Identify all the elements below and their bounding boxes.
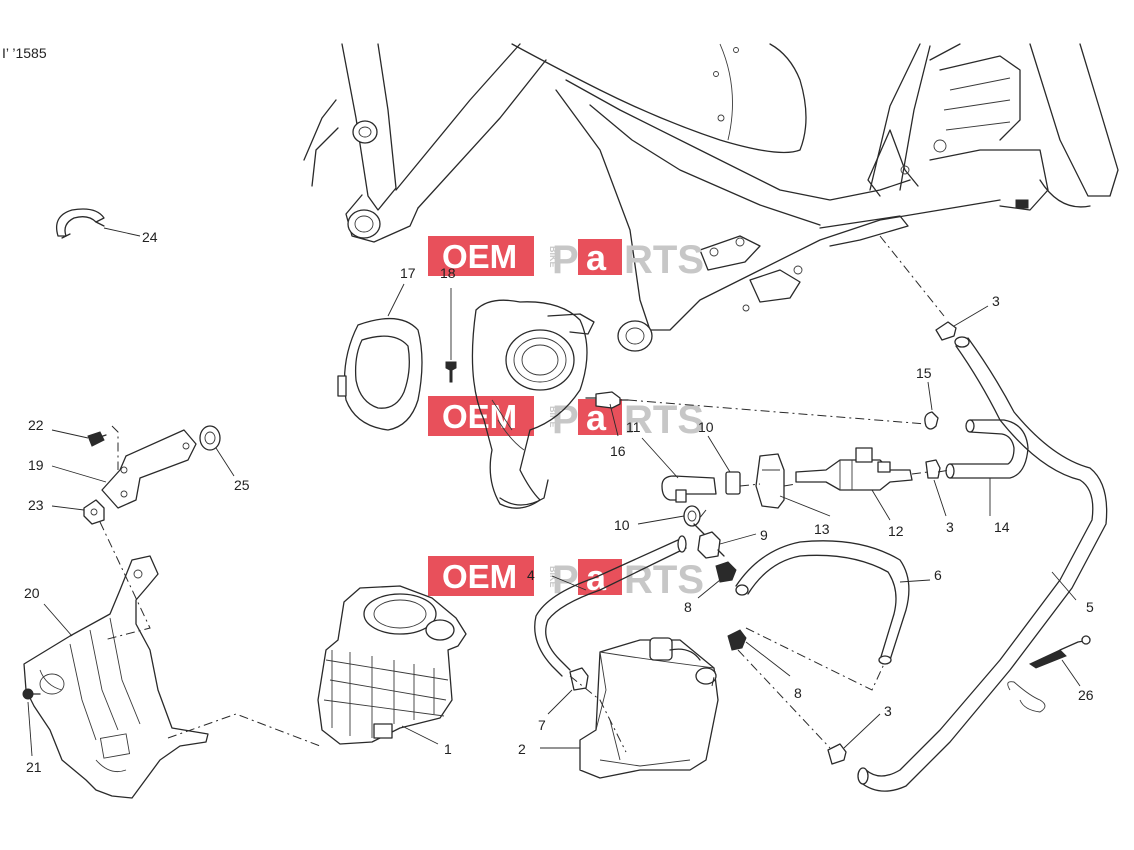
part-10-seal-lower	[683, 505, 701, 527]
part-16-connector	[585, 391, 629, 409]
part-9-connector	[693, 523, 725, 559]
callout-label-3a: 3	[992, 293, 1000, 309]
callout-label-3b: 3	[946, 519, 954, 535]
assembly-lines	[99, 235, 951, 753]
part-24-hose-clamp	[55, 208, 105, 239]
part-26-sensor	[1007, 635, 1091, 713]
callout-label-1: 1	[444, 741, 452, 757]
watermark-2: OEM BIKE P a RTS	[428, 396, 704, 442]
callout-label-11: 11	[626, 419, 641, 435]
callout-label-6: 6	[934, 567, 942, 583]
part-8-connector-upper	[715, 561, 737, 583]
watermark-oem-box	[428, 236, 534, 276]
callout-label-19: 19	[28, 457, 44, 473]
part-22-bolt	[87, 431, 107, 447]
callout-label-5: 5	[1086, 599, 1094, 615]
watermark-bike-text: BIKE	[548, 246, 558, 268]
callout-label-22: 22	[28, 417, 44, 433]
callout-label-17: 17	[400, 265, 416, 281]
part-17-cover	[337, 317, 423, 431]
callout-label-14: 14	[994, 519, 1010, 535]
leader-lines	[27, 227, 1081, 757]
drawing-code: I’ ’1585	[2, 45, 47, 61]
callout-label-21: 21	[26, 759, 42, 775]
callout-label-4: 4	[527, 567, 535, 583]
callout-label-25: 25	[234, 477, 250, 493]
callout-label-2: 2	[518, 741, 526, 757]
part-19-bracket	[101, 429, 197, 509]
part-15-clip	[924, 411, 939, 430]
part-3-clamp-a	[935, 321, 957, 341]
callout-label-10b: 10	[614, 517, 630, 533]
part-20-heat-guard	[23, 555, 209, 799]
part-3-clamp-b	[925, 459, 941, 479]
part-6-hose	[735, 540, 910, 665]
svg-text:OEM: OEM	[442, 398, 517, 435]
callout-label-15: 15	[916, 365, 932, 381]
callout-label-18: 18	[440, 265, 456, 281]
callout-label-16: 16	[610, 443, 626, 459]
part-25-grommet	[199, 425, 221, 451]
svg-text:RTS: RTS	[624, 558, 704, 602]
svg-text:P: P	[552, 398, 579, 442]
watermark-3: OEM BIKE P a RTS	[428, 556, 704, 602]
part-13-rubber-mount	[755, 453, 785, 509]
callout-label-8a: 8	[684, 599, 692, 615]
watermark-parts-a: a	[586, 237, 607, 278]
throttle-body-assembly	[471, 299, 595, 509]
part-3-clamp-c	[827, 743, 847, 765]
callout-label-9: 9	[760, 527, 768, 543]
callout-label-8b: 8	[794, 685, 802, 701]
callout-labels: 1 2 3 3 3 4 5 6 7 8 8 9 10 10 11 12 13 1…	[24, 229, 1094, 775]
watermark-1: OEM BIKE P a RTS	[428, 236, 704, 282]
part-14-hose	[945, 419, 1029, 479]
part-2-canister	[579, 637, 719, 779]
callout-label-7: 7	[538, 717, 546, 733]
svg-text:OEM: OEM	[442, 558, 517, 595]
watermark-parts-rest: RTS	[624, 238, 704, 282]
part-21-screw	[22, 688, 41, 700]
part-11-elbow-hose	[661, 475, 717, 503]
part-8-connector-lower	[727, 629, 747, 651]
callout-label-24: 24	[142, 229, 158, 245]
part-5-long-hose	[857, 336, 1108, 792]
callout-label-13: 13	[814, 521, 830, 537]
part-12-purge-valve	[795, 447, 913, 491]
part-7-clamp	[569, 667, 589, 691]
svg-text:P: P	[552, 558, 579, 602]
motorcycle-frame	[303, 43, 1119, 352]
part-18-screw	[445, 288, 457, 383]
part-23-nut	[83, 499, 105, 525]
watermark-parts-p: P	[552, 238, 579, 282]
callout-label-3c: 3	[884, 703, 892, 719]
watermark-oem-text: OEM	[442, 238, 517, 275]
callout-label-23: 23	[28, 497, 44, 513]
part-1-airbox	[317, 585, 467, 745]
part-4-hose	[534, 535, 687, 677]
part-10-seal-upper	[725, 471, 741, 495]
callout-label-10a: 10	[698, 419, 714, 435]
svg-text:BIKE: BIKE	[548, 406, 558, 428]
callout-label-26: 26	[1078, 687, 1094, 703]
callout-label-20: 20	[24, 585, 40, 601]
callout-label-12: 12	[888, 523, 904, 539]
